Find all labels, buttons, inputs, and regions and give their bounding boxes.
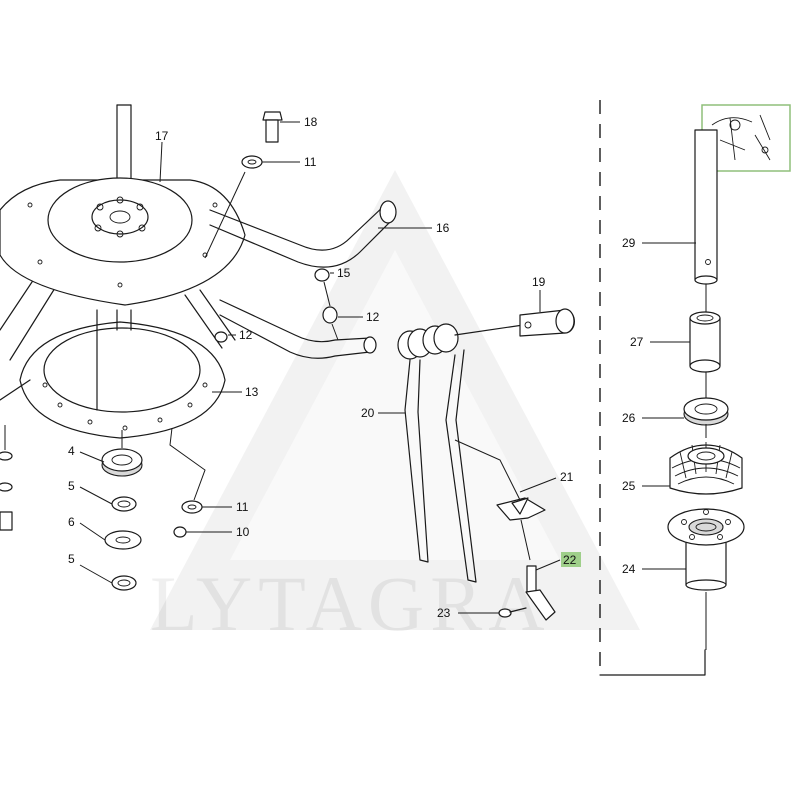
callout-16: 16 xyxy=(436,221,450,235)
shaft-29 xyxy=(694,129,718,285)
bevel-gear-25 xyxy=(669,442,743,495)
callout-17: 17 xyxy=(155,129,169,143)
watermark-text: LYTAGRA xyxy=(150,560,551,647)
washer-5a xyxy=(111,496,137,512)
callout-5-upper: 5 xyxy=(68,479,75,493)
callout-24: 24 xyxy=(622,562,636,576)
callout-25: 25 xyxy=(622,479,636,493)
washer-11a xyxy=(241,155,263,169)
callout-20: 20 xyxy=(361,406,375,420)
clamp-21 xyxy=(496,497,546,521)
washer-12b xyxy=(214,331,228,343)
tine-arm-tube xyxy=(209,200,397,268)
callout-15: 15 xyxy=(337,266,351,280)
callout-19: 19 xyxy=(532,275,546,289)
callout-29: 29 xyxy=(622,236,636,250)
callout-4: 4 xyxy=(68,444,75,458)
callout-21: 21 xyxy=(560,470,574,484)
callout-5-lower: 5 xyxy=(68,552,75,566)
rotor-disc xyxy=(0,177,246,306)
callout-labels: 17 18 11 16 15 12 12 19 13 20 4 5 6 5 11… xyxy=(68,115,644,620)
callout-10: 10 xyxy=(236,525,250,539)
callout-12-left: 12 xyxy=(239,328,253,342)
rotor-assembly xyxy=(0,104,397,591)
callout-11-bottom: 11 xyxy=(236,500,249,514)
callout-27: 27 xyxy=(630,335,644,349)
bolt-18 xyxy=(262,111,283,143)
callout-leaders xyxy=(79,121,696,614)
nut-15 xyxy=(314,268,330,282)
tine-pin-19 xyxy=(519,308,575,337)
bearing-26 xyxy=(683,397,729,426)
callout-12-right: 12 xyxy=(366,310,380,324)
flange-hub-24 xyxy=(667,508,745,591)
washer-11b xyxy=(181,500,203,514)
bolt-22 xyxy=(525,565,556,621)
bushing-27 xyxy=(689,311,721,373)
callout-22-highlight xyxy=(561,552,581,567)
callout-18: 18 xyxy=(304,115,318,129)
callout-13: 13 xyxy=(245,385,259,399)
right-assembly xyxy=(599,100,791,676)
bearing-4 xyxy=(101,448,143,477)
callout-23: 23 xyxy=(437,606,451,620)
callout-22: 22 xyxy=(563,553,577,567)
left-edge-bolts xyxy=(0,451,13,531)
spacer-6 xyxy=(104,530,142,550)
ring-flange xyxy=(19,321,226,439)
washer-12a xyxy=(322,306,338,324)
callout-26: 26 xyxy=(622,411,636,425)
nut-10 xyxy=(173,526,187,538)
washer-5b xyxy=(111,575,137,591)
callout-11-top: 11 xyxy=(304,155,317,169)
tine-coils xyxy=(397,323,459,360)
callout-6: 6 xyxy=(68,515,75,529)
spring-tine xyxy=(397,323,531,583)
